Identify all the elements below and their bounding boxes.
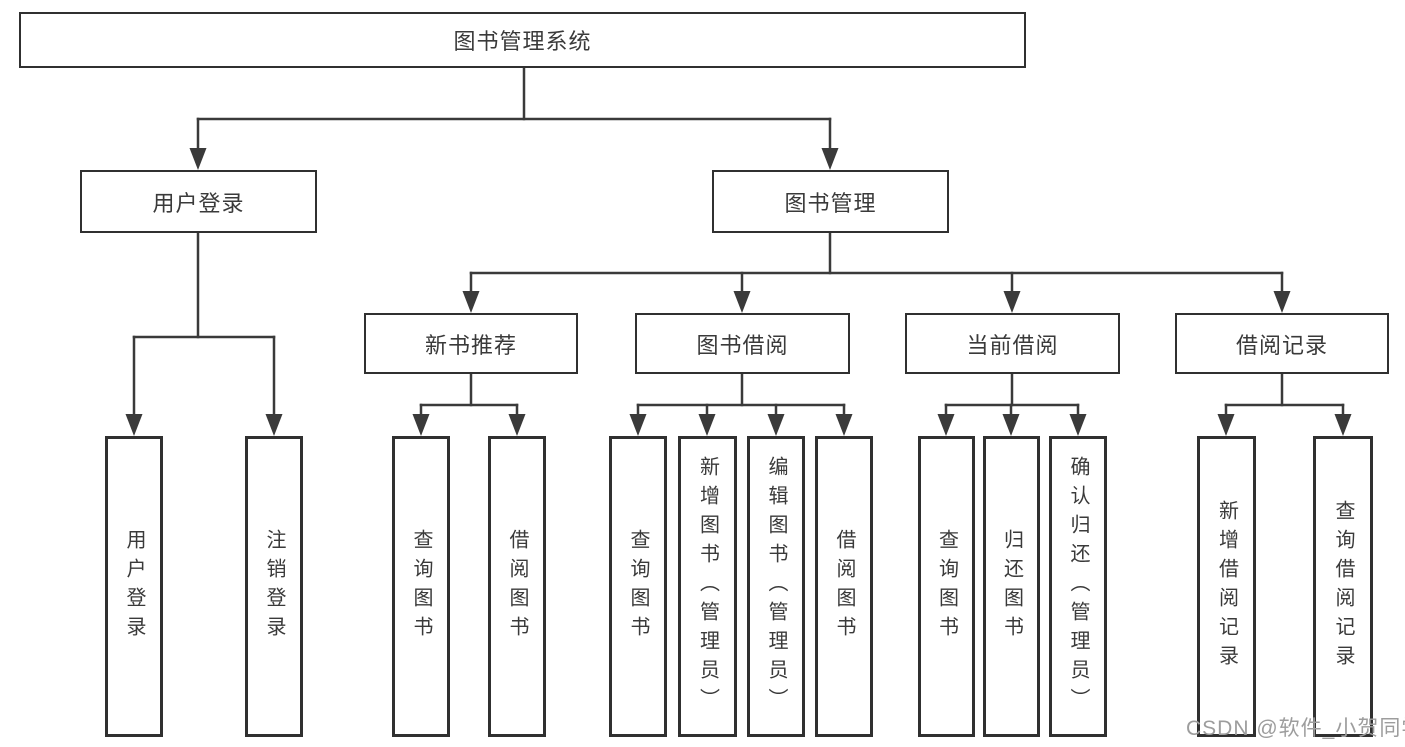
leaf-borrow-add-books-admin: 新增图书（管理员） [678,436,737,737]
arrowhead [821,148,839,170]
node-label: 当前借阅 [966,332,1059,358]
arrowhead [733,291,751,313]
node-borrow-records: 借阅记录 [1175,313,1389,374]
arrowhead [412,414,430,436]
node-label: 编辑图书（管理员） [765,456,787,717]
node-root: 图书管理系统 [19,12,1026,68]
leaf-user-login: 用户登录 [105,436,163,737]
node-new-book-recommend: 新书推荐 [364,313,578,374]
leaf-current-confirm-return-admin: 确认归还（管理员） [1049,436,1107,737]
node-label: 查询图书 [627,528,649,645]
arrowhead [508,414,526,436]
arrowhead [937,414,955,436]
node-label: 图书借阅 [696,332,789,358]
leaf-borrow-query-books: 查询图书 [609,436,667,737]
arrowhead [1003,291,1021,313]
node-label: 确认归还（管理员） [1067,456,1089,717]
arrowhead [462,291,480,313]
leaf-current-query-books: 查询图书 [918,436,975,737]
connector-borrow-records-branch [1217,374,1352,436]
connector-new-book-recommend-branch [412,374,526,436]
watermark: CSDN @软件_小贺同学 [1186,717,1405,740]
node-label: 借阅图书 [833,528,855,645]
arrowhead [1069,414,1087,436]
node-label: 新书推荐 [424,332,517,358]
connector-root-to-level2 [189,68,839,170]
node-user-login: 用户登录 [80,170,317,233]
arrowhead [189,148,207,170]
arrowhead [1002,414,1020,436]
node-label: 借阅记录 [1235,332,1328,358]
leaf-current-return-books: 归还图书 [983,436,1040,737]
node-book-borrow: 图书借阅 [635,313,850,374]
node-label: 新增借阅记录 [1215,499,1238,674]
node-label: 图书管理系统 [453,29,592,54]
connector-user-login-branch [125,233,283,436]
arrowhead [125,414,143,436]
leaf-borrow-borrow-books: 借阅图书 [815,436,873,737]
arrowhead [1217,414,1235,436]
node-label: 查询图书 [410,528,432,645]
arrowhead [698,414,716,436]
leaf-logout: 注销登录 [245,436,303,737]
node-label: 新增图书（管理员） [696,456,719,717]
node-label: 查询图书 [935,528,958,645]
leaf-records-query-record: 查询借阅记录 [1313,436,1373,737]
arrowhead [265,414,283,436]
node-label: 查询借阅记录 [1332,499,1354,674]
arrowhead [1273,291,1291,313]
connector-current-borrow-branch [937,374,1087,436]
arrowhead [629,414,647,436]
node-label: 注销登录 [263,528,285,645]
node-label: 用户登录 [152,190,245,216]
node-label: 用户登录 [123,528,145,645]
node-book-management: 图书管理 [712,170,949,233]
leaf-borrow-edit-books-admin: 编辑图书（管理员） [747,436,805,737]
node-label: 归还图书 [1000,528,1023,645]
arrowhead [835,414,853,436]
leaf-records-add-record: 新增借阅记录 [1197,436,1256,737]
arrowhead [767,414,785,436]
connector-book-borrow-branch [629,374,853,436]
connector-book-management-to-level3 [462,233,1291,313]
node-current-borrow: 当前借阅 [905,313,1120,374]
arrowhead [1334,414,1352,436]
leaf-recommend-query-books: 查询图书 [392,436,450,737]
node-label: 图书管理 [784,190,877,216]
leaf-recommend-borrow-books: 借阅图书 [488,436,546,737]
node-label: 借阅图书 [506,528,528,645]
